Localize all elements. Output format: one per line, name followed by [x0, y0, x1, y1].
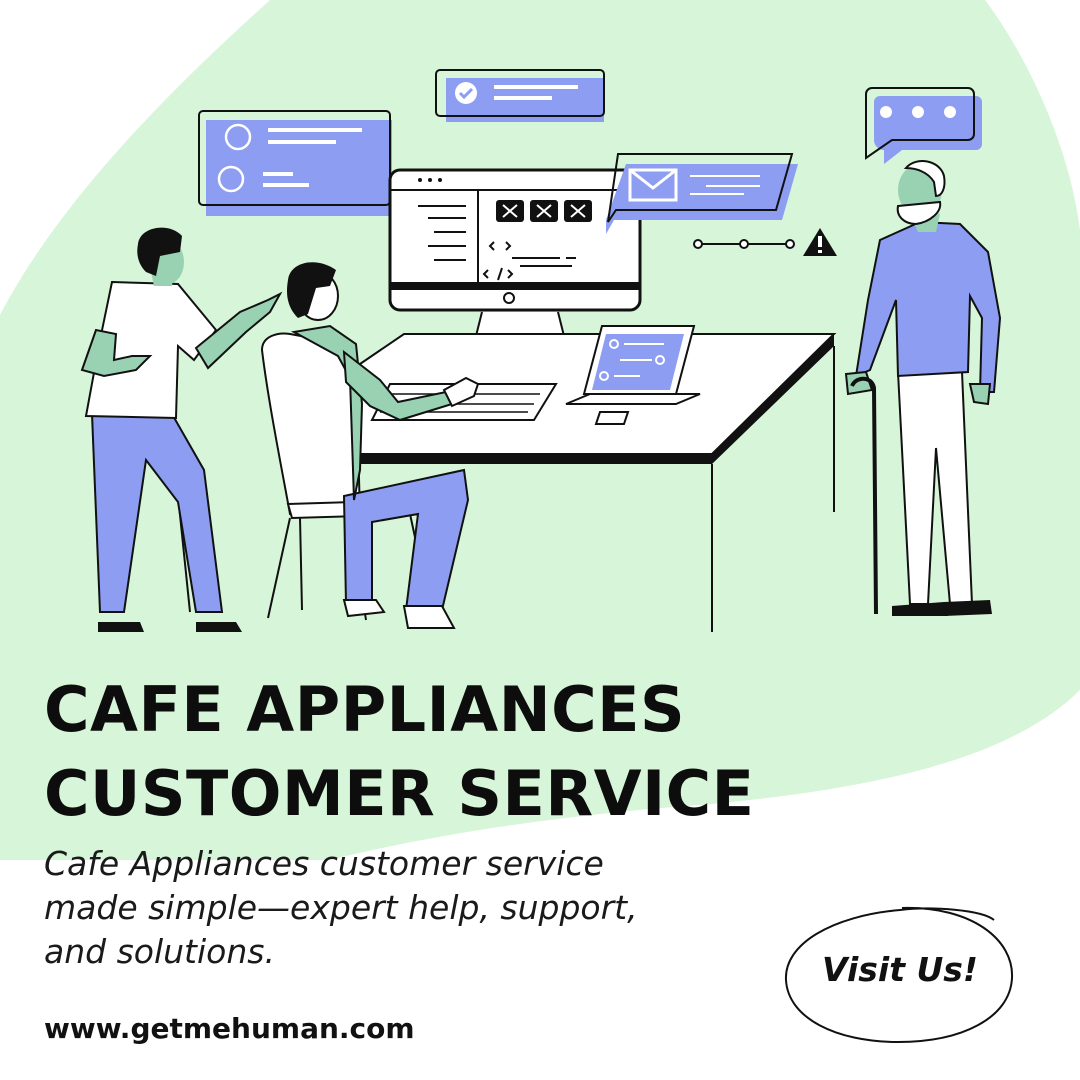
person-seated [287, 262, 480, 629]
radio-circle-icon [217, 165, 245, 193]
chat-bubble [865, 87, 982, 164]
visit-us-button[interactable]: Visit Us! [782, 900, 1022, 1050]
tablet-device [565, 325, 701, 425]
subtitle-line-3: and solutions. [44, 932, 275, 971]
person-elderly [844, 160, 1002, 616]
title-line-2: CUSTOMER SERVICE [44, 757, 755, 830]
page-title: CAFE APPLIANCES CUSTOMER SERVICE [44, 668, 755, 836]
radio-circle-icon [224, 123, 252, 151]
envelope-card [606, 153, 798, 234]
warning-icon [803, 228, 837, 256]
subtitle-line-2: made simple—expert help, support, [44, 888, 638, 927]
visit-us-label: Visit Us! [822, 950, 978, 989]
subtitle-text: Cafe Appliances customer service made si… [44, 842, 764, 974]
person-standing-left [80, 227, 283, 632]
code-tag-icon [482, 241, 514, 281]
progress-connector [693, 239, 795, 249]
hand-drawn-oval [784, 906, 1014, 1044]
title-line-1: CAFE APPLIANCES [44, 673, 686, 746]
chat-dots-icon [880, 106, 892, 118]
cane-icon [850, 376, 878, 615]
floating-card-check [435, 69, 605, 122]
subtitle-line-1: Cafe Appliances customer service [44, 844, 604, 883]
close-box-icon [496, 200, 592, 222]
envelope-icon [628, 168, 678, 202]
floating-card-options [198, 110, 392, 216]
website-url[interactable]: www.getmehuman.com [44, 1012, 415, 1045]
